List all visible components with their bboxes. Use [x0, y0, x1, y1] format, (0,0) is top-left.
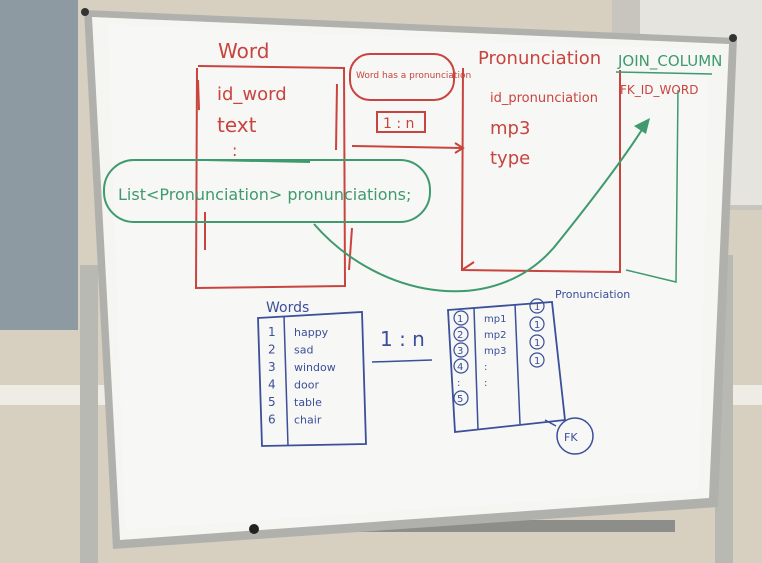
middle-cardinality-underline — [371, 359, 433, 363]
pronunciation-file: mp3 — [484, 346, 506, 357]
pronunciation-file: : — [484, 362, 487, 373]
pronunciation-fk: 1 — [534, 320, 540, 331]
words-value-column: happy sad window door table chair — [294, 326, 336, 427]
word-id: 1 — [268, 325, 276, 339]
join-column-bracket — [625, 89, 679, 283]
relation-bubble — [349, 53, 455, 101]
pronunciation-fk: 1 — [534, 302, 540, 313]
middle-cardinality: 1 : n — [380, 327, 425, 351]
join-column-field: FK_ID_WORD — [620, 83, 698, 97]
fk-id-circle — [529, 298, 545, 314]
frame-corner — [81, 8, 89, 16]
list-bubble — [103, 159, 431, 223]
id-circle — [453, 310, 469, 326]
fk-id-circle — [529, 334, 545, 350]
pronunciation-table-outline — [447, 301, 566, 433]
word-value: window — [294, 361, 336, 374]
fk-id-circle — [529, 352, 545, 368]
pronunciation-sketch-title: Pronunciation — [555, 288, 630, 301]
word-value: happy — [294, 326, 329, 339]
word-id: 4 — [268, 378, 276, 392]
word-id: 5 — [268, 395, 276, 409]
board-shine — [108, 24, 709, 530]
word-value: table — [294, 396, 322, 409]
pronunciation-entity — [460, 67, 621, 274]
word-value: chair — [294, 414, 322, 427]
id-circle — [453, 326, 469, 342]
fk-id-circle — [529, 316, 545, 332]
pronunciation-id: : — [457, 378, 460, 389]
pronunciation-id: 1 — [457, 314, 463, 325]
frame-corner — [729, 34, 737, 42]
pronunciation-fk: 1 — [534, 356, 540, 367]
pronunciation-field-type: type — [490, 148, 530, 169]
pronunciation-id: 2 — [457, 330, 463, 341]
word-value: door — [294, 379, 319, 392]
word-id: 2 — [268, 343, 276, 357]
join-column-underline — [615, 71, 713, 75]
pronunciation-id: 4 — [457, 362, 463, 373]
word-id: 3 — [268, 360, 276, 374]
pronunciation-id: 3 — [457, 346, 463, 357]
pronunciation-field-mp3: mp3 — [490, 118, 530, 139]
fk-label: FK — [564, 431, 578, 444]
word-field-id: id_word — [217, 84, 287, 105]
join-column-title: JOIN_COLUMN — [617, 52, 722, 71]
cardinality-box — [376, 111, 426, 133]
list-to-join-arrow — [313, 119, 649, 293]
pronunciation-id: 5 — [457, 394, 463, 405]
pronunciation-fk: 1 — [534, 338, 540, 349]
word-field-more: : — [232, 141, 237, 160]
pronunciation-fk-column: 1 1 1 1 — [529, 298, 545, 368]
arrow-head — [634, 118, 650, 134]
id-circle — [453, 358, 469, 374]
words-id-column: 1 2 3 4 5 6 — [268, 325, 276, 427]
list-declaration: List<Pronunciation> pronunciations; — [118, 185, 411, 204]
word-field-text: text — [217, 113, 257, 137]
pronunciation-file: : — [484, 378, 487, 389]
id-circle — [453, 342, 469, 358]
pronunciation-title: Pronunciation — [478, 48, 601, 69]
relation-bubble-text: Word has a pronunciation — [356, 71, 471, 81]
left-board — [0, 0, 78, 330]
pronunciation-id-column: 1 2 3 4: 5 — [453, 310, 469, 406]
pronunciation-table-divider — [514, 303, 521, 425]
fk-pointer — [544, 419, 557, 427]
word-title: Word — [218, 39, 269, 63]
pronunciation-table-divider — [473, 307, 479, 431]
word-value: sad — [294, 344, 313, 357]
words-table-divider — [283, 315, 289, 447]
cardinality-text: 1 : n — [383, 116, 414, 132]
pronunciation-field-id: id_pronunciation — [490, 91, 598, 106]
word-id: 6 — [268, 413, 276, 427]
fk-circle — [556, 417, 594, 455]
pronunciation-file: mp2 — [484, 330, 506, 341]
stand-left-leg — [80, 265, 98, 563]
words-table-outline — [257, 311, 367, 447]
words-sketch-title: Words — [266, 300, 309, 316]
relation-arrow — [351, 145, 463, 149]
id-circle — [453, 390, 469, 406]
magnet — [249, 524, 259, 534]
pronunciation-file: mp1 — [484, 314, 506, 325]
